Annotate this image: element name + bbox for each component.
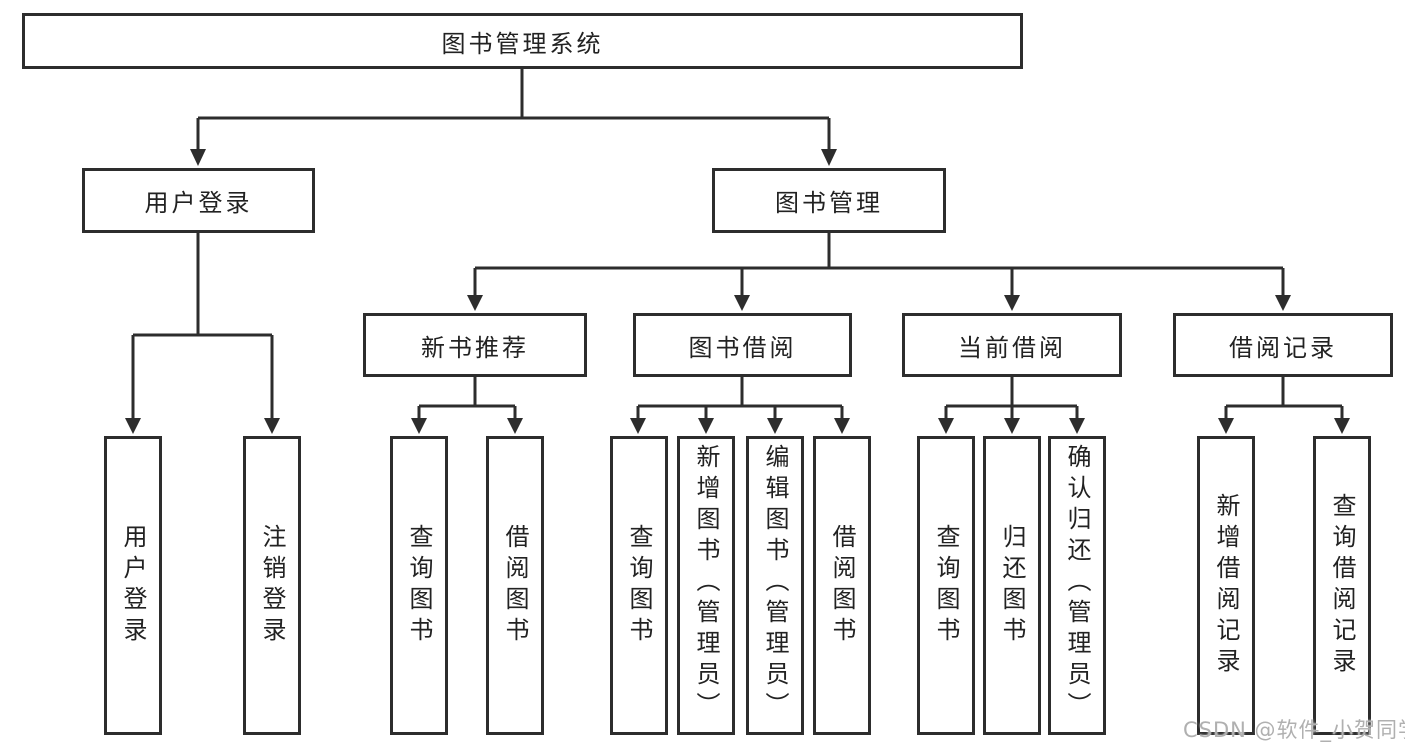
leaf-current-return-books: 归还图书 [983,436,1041,735]
leaf-newbook-query-books: 查询图书 [390,436,448,735]
node-book-manage: 图书管理 [712,168,946,233]
connector-borrow-leaves [636,377,844,420]
leaf-logout: 注销登录 [243,436,301,735]
node-current-borrow-label: 当前借阅 [958,333,1066,362]
arrowheads-current-leaves [938,418,1085,434]
node-book-borrow: 图书借阅 [633,313,852,377]
leaf-records-add-record: 新增借阅记录 [1197,436,1255,735]
leaf-current-query-books-label: 查询图书 [932,523,960,648]
leaf-borrow-query-books: 查询图书 [610,436,668,735]
leaf-current-confirm-return-admin-label: 确认归还（管理员） [1063,444,1091,723]
node-current-borrow: 当前借阅 [902,313,1122,377]
connector-root-to-level2 [196,69,831,152]
leaf-records-query-record-label: 查询借阅记录 [1328,492,1356,679]
node-root-label: 图书管理系统 [441,29,604,58]
leaf-records-query-record: 查询借阅记录 [1313,436,1371,735]
connector-login-to-leaves [131,233,274,420]
leaf-current-query-books: 查询图书 [917,436,975,735]
arrowheads-borrow-leaves [630,418,850,434]
connector-manage-to-level3 [473,233,1285,297]
node-user-login: 用户登录 [82,168,315,233]
leaf-borrow-edit-books-admin-label: 编辑图书（管理员） [761,444,789,723]
node-book-borrow-label: 图书借阅 [688,333,797,362]
arrowheads-login-leaves [125,418,280,434]
leaf-borrow-borrow-books: 借阅图书 [813,436,871,735]
connector-current-leaves [944,377,1079,420]
node-borrow-records: 借阅记录 [1173,313,1393,377]
leaf-logout-label: 注销登录 [258,523,286,648]
node-root: 图书管理系统 [22,13,1023,69]
node-borrow-records-label: 借阅记录 [1229,333,1337,362]
leaf-records-add-record-label: 新增借阅记录 [1212,492,1240,679]
node-book-manage-label: 图书管理 [775,189,883,217]
leaf-user-login: 用户登录 [104,436,162,735]
leaf-newbook-borrow-books-label: 借阅图书 [501,523,529,648]
leaf-borrow-add-books-admin-label: 新增图书（管理员） [692,444,720,723]
arrowheads-level2 [190,149,837,166]
node-new-book-recommend: 新书推荐 [363,313,587,377]
leaf-newbook-borrow-books: 借阅图书 [486,436,544,735]
leaf-borrow-query-books-label: 查询图书 [625,523,653,648]
leaf-borrow-edit-books-admin: 编辑图书（管理员） [746,436,804,735]
leaf-current-return-books-label: 归还图书 [998,523,1026,648]
arrowheads-newbook-leaves [411,418,523,434]
leaf-current-confirm-return-admin: 确认归还（管理员） [1048,436,1106,735]
leaf-newbook-query-books-label: 查询图书 [405,523,433,648]
arrowheads-level3 [467,295,1291,311]
arrowheads-records-leaves [1218,418,1350,434]
node-new-book-recommend-label: 新书推荐 [421,333,529,362]
csdn-watermark: CSDN @软件_小贺同学 [1183,718,1405,742]
leaf-borrow-add-books-admin: 新增图书（管理员） [677,436,735,735]
connector-records-leaves [1224,377,1344,420]
leaf-user-login-label: 用户登录 [119,523,147,648]
node-user-login-label: 用户登录 [144,189,253,217]
leaf-borrow-borrow-books-label: 借阅图书 [828,523,856,648]
connector-newbook-leaves [417,377,517,420]
